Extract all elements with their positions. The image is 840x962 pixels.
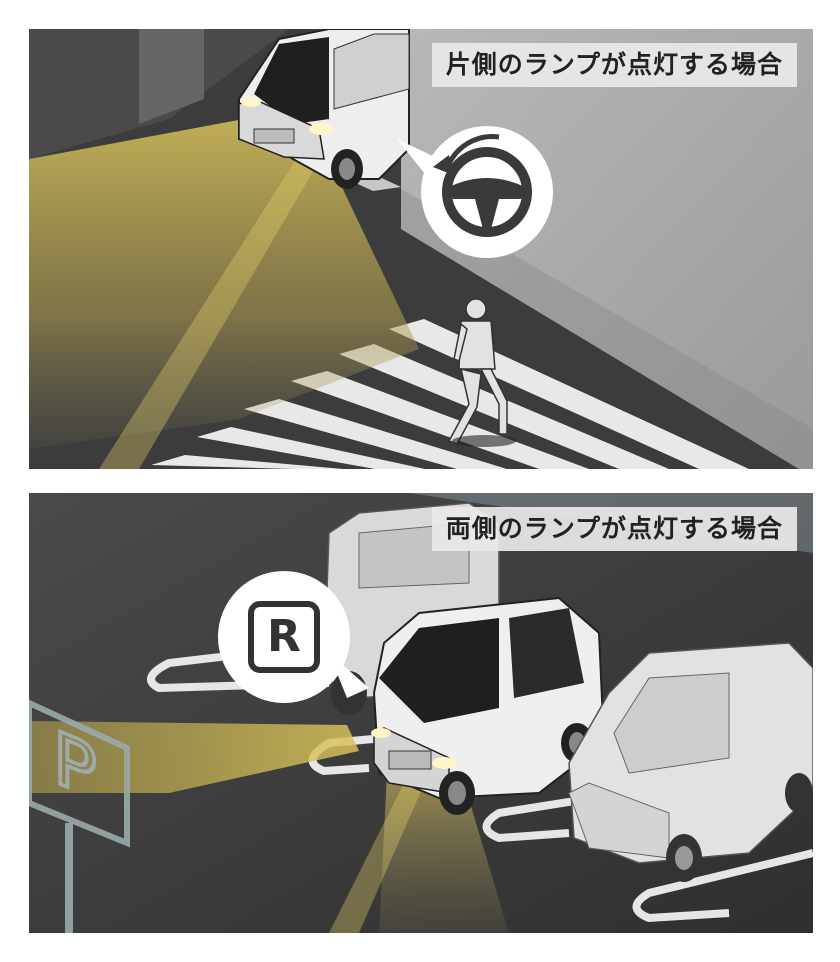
building-left <box>139 29 204 124</box>
scene-one-side-lamp: 片側のランプが点灯する場合 <box>29 29 813 469</box>
caption-one-side: 片側のランプが点灯する場合 <box>431 43 797 87</box>
caption-both-sides: 両側のランプが点灯する場合 <box>431 507 797 551</box>
steering-wheel-icon <box>433 134 532 237</box>
reverse-bubble <box>218 571 369 703</box>
parked-car-front <box>568 642 813 882</box>
reverse-gear-letter: R <box>267 611 301 662</box>
scene-both-sides-lamp: R P 両側のランプが点灯する場合 <box>29 493 813 933</box>
scene-both-sides-illustration <box>29 493 813 933</box>
wall-base <box>401 189 813 469</box>
scene-one-side-illustration <box>29 29 813 469</box>
cornering-lamp-beam <box>29 119 419 449</box>
parking-sign <box>29 699 130 933</box>
beam-ray <box>99 139 329 469</box>
car <box>238 29 410 189</box>
steering-bubble <box>397 126 553 258</box>
reverse-gear-icon <box>248 601 320 673</box>
pedestrian <box>447 298 508 445</box>
reversing-car <box>371 596 606 815</box>
